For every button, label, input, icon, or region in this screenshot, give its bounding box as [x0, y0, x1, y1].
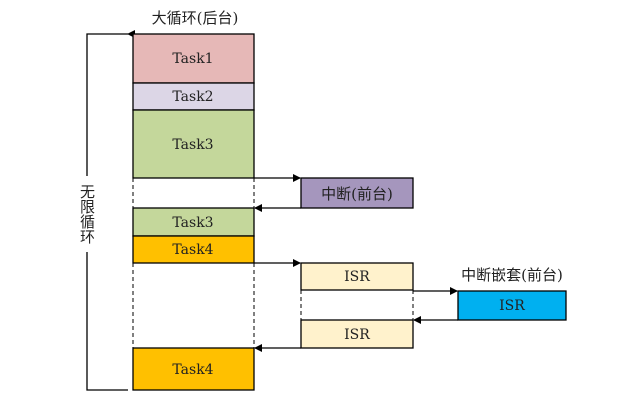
nested-isr-label: ISR — [499, 298, 525, 314]
interrupt-block — [300, 177, 414, 209]
task2-label: Task2 — [172, 89, 213, 105]
isr-resume-block — [300, 319, 414, 349]
task3-block — [132, 109, 255, 179]
task4-resume-label: Task4 — [172, 362, 213, 378]
background-loop-title: 大循环(后台) — [152, 9, 239, 27]
task1-block — [132, 33, 255, 84]
task1-label: Task1 — [172, 51, 213, 67]
interrupt-label: 中断(前台) — [321, 185, 393, 203]
nested-interrupt-title: 中断嵌套(前台) — [461, 266, 563, 284]
nested-isr-block — [457, 290, 567, 321]
isr-resume-label: ISR — [344, 327, 370, 343]
infinite-loop-label: 无限循环 — [78, 184, 96, 244]
task4-label: Task4 — [172, 242, 213, 258]
task4-resume-block — [132, 347, 255, 391]
isr-block — [300, 262, 414, 291]
task3-resume-label: Task3 — [172, 215, 213, 231]
task3-label: Task3 — [172, 137, 213, 153]
isr-label: ISR — [344, 269, 370, 285]
task2-block — [132, 82, 255, 111]
task4-block — [132, 235, 255, 264]
